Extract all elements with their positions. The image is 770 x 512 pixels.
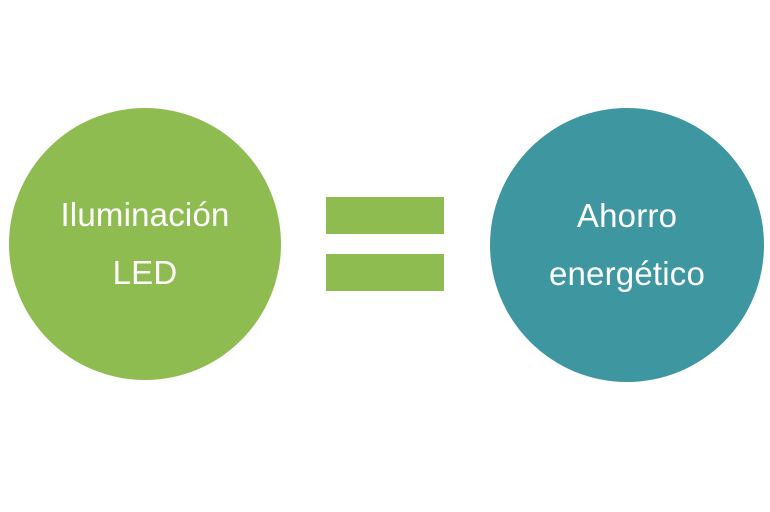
left-node-line-1: Iluminación (60, 196, 230, 233)
right-circle-node: Ahorro energético (490, 108, 764, 382)
left-node-line-2: LED (112, 254, 178, 291)
right-node-line-1: Ahorro (576, 197, 678, 234)
right-node-line-2: energético (548, 255, 706, 292)
left-circle-node: Iluminación LED (9, 108, 281, 380)
equals-sign-bottom-bar (326, 254, 444, 291)
equals-sign-top-bar (326, 197, 444, 234)
